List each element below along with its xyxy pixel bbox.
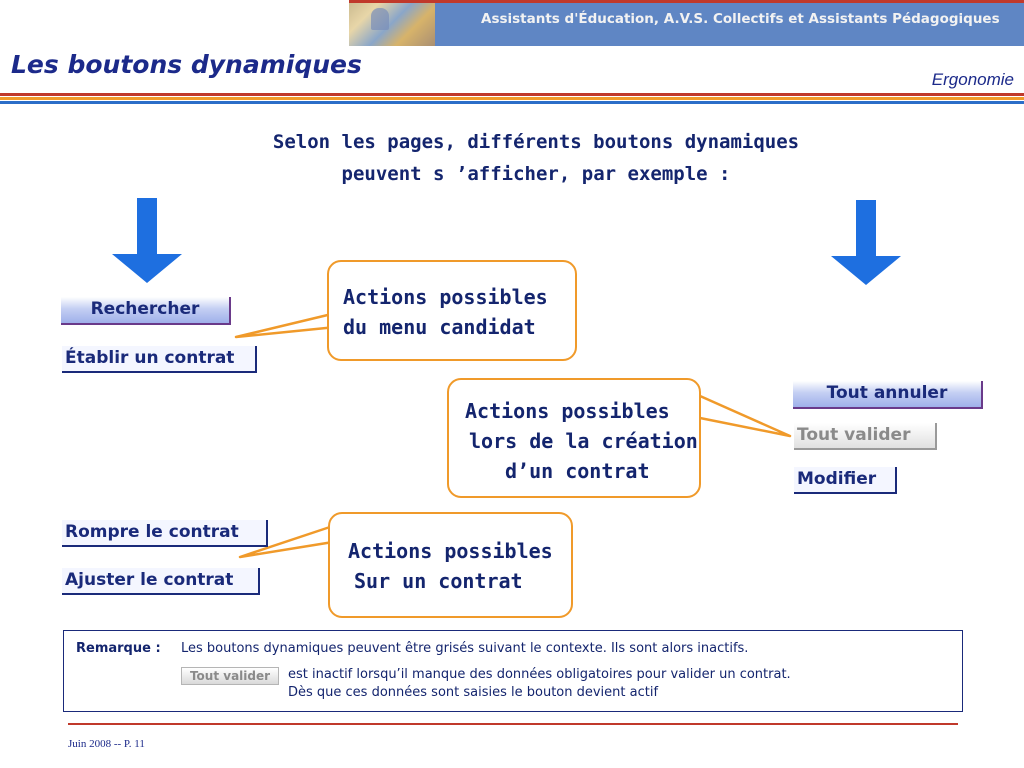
intro-line-1: Selon les pages, différents boutons dyna… — [272, 131, 800, 153]
footer-page-info: Juin 2008 -- P. 11 — [68, 738, 145, 750]
remark-label: Remarque : — [76, 641, 161, 656]
banner-photo — [349, 0, 435, 46]
tout-valider-button[interactable]: Tout valider — [794, 423, 937, 450]
intro-text: Selon les pages, différents boutons dyna… — [206, 126, 866, 190]
callout-candidat-line-2: du menu candidat — [343, 315, 536, 339]
footer-divider — [68, 723, 958, 725]
intro-line-2: peuvent s ’afficher, par exemple : — [341, 163, 731, 185]
callout-creation-line-2: lors de la création — [469, 429, 698, 453]
rechercher-button[interactable]: Rechercher — [61, 297, 231, 325]
ajuster-contrat-button[interactable]: Ajuster le contrat — [62, 568, 260, 595]
callout-creation-line-3: d’un contrat — [505, 459, 650, 483]
remark-box: Remarque : Les boutons dynamiques peuven… — [63, 630, 963, 712]
etablir-contrat-button[interactable]: Établir un contrat — [62, 346, 257, 373]
section-label: Ergonomie — [931, 70, 1014, 89]
tout-valider-disabled-button: Tout valider — [181, 667, 279, 685]
down-arrow-icon — [831, 200, 901, 285]
callout-contrat-line-1: Actions possibles — [348, 539, 553, 563]
callout-contrat-line-2: Sur un contrat — [354, 569, 523, 593]
callout-creation: Actions possibles lors de la création d’… — [447, 378, 701, 498]
header-banner: Assistants d'Éducation, A.V.S. Collectif… — [349, 0, 1024, 46]
remark-line-3: Dès que ces données sont saisies le bout… — [288, 685, 659, 700]
down-arrow-icon — [112, 198, 182, 283]
callout-candidat: Actions possibles du menu candidat — [327, 260, 577, 361]
rompre-contrat-button[interactable]: Rompre le contrat — [62, 520, 268, 547]
callout-creation-line-1: Actions possibles — [465, 399, 670, 423]
tout-annuler-button[interactable]: Tout annuler — [793, 381, 983, 409]
remark-line-1: Les boutons dynamiques peuvent être gris… — [181, 641, 749, 656]
callout-contrat: Actions possibles Sur un contrat — [328, 512, 573, 618]
callout-candidat-line-1: Actions possibles — [343, 285, 548, 309]
remark-line-2: est inactif lorsqu’il manque des données… — [288, 667, 791, 682]
banner-accent-line — [349, 0, 1024, 3]
header-divider — [0, 93, 1024, 105]
page-title: Les boutons dynamiques — [11, 50, 362, 79]
modifier-button[interactable]: Modifier — [794, 467, 897, 494]
banner-title: Assistants d'Éducation, A.V.S. Collectif… — [481, 11, 1000, 27]
